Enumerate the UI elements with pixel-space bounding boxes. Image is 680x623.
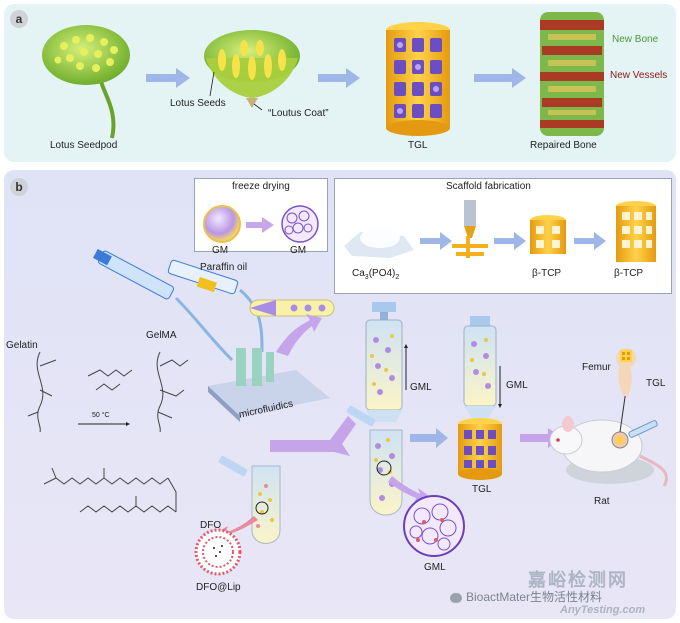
label-lotus-seedpod: Lotus Seedpod bbox=[50, 140, 118, 151]
syringe-gelma-icon bbox=[93, 248, 234, 362]
label-tgl-b: TGL bbox=[472, 484, 492, 495]
label-new-vessels: New Vessels bbox=[610, 70, 668, 81]
label-rat: Rat bbox=[594, 496, 610, 507]
arrow-icon bbox=[146, 68, 190, 88]
label-temperature: 50 °C bbox=[92, 412, 110, 419]
lotus-seedpod-icon bbox=[42, 25, 130, 139]
label-femur: Femur bbox=[582, 362, 611, 373]
gml-porous-sphere-icon bbox=[403, 495, 465, 557]
microchannel-output-icon bbox=[249, 299, 335, 317]
label-gm-right: GM bbox=[290, 245, 307, 256]
powder-icon bbox=[344, 228, 414, 258]
label-lotus-seeds: Lotus Seeds bbox=[170, 98, 226, 109]
label-gelatin: Gelatin bbox=[6, 340, 38, 351]
watermark-site: AnyTesting.com bbox=[560, 604, 646, 616]
gm-porous-icon bbox=[281, 205, 319, 243]
label-tcp-1: β-TCP bbox=[532, 268, 562, 279]
femur-icon bbox=[616, 348, 636, 396]
tgl-syringe-icon bbox=[463, 316, 502, 418]
label-gm-left: GM bbox=[212, 245, 229, 256]
arrow-icon bbox=[270, 416, 356, 456]
arrow-icon bbox=[410, 428, 448, 448]
gelma-structure-icon bbox=[87, 351, 189, 433]
gml-syringe-icon bbox=[365, 302, 408, 422]
arrow-icon bbox=[318, 68, 360, 88]
gm-sphere-icon bbox=[203, 205, 241, 243]
label-paraffin-oil: Paraffin oil bbox=[200, 262, 248, 273]
dfo-tube-icon bbox=[218, 455, 281, 544]
tgl-scaffold-icon bbox=[386, 22, 450, 136]
microfluidics-chip-icon bbox=[208, 348, 330, 422]
tgl-scaffold-b-icon bbox=[458, 418, 502, 480]
label-new-bone: New Bone bbox=[612, 34, 659, 45]
arrow-icon bbox=[574, 232, 606, 250]
gelatin-structure-icon bbox=[27, 351, 57, 433]
label-gml-1: GML bbox=[410, 382, 432, 393]
arrow-icon bbox=[494, 232, 526, 250]
arrow-icon bbox=[276, 314, 322, 356]
syringe-paraffin-icon bbox=[167, 259, 264, 353]
panel-b-letter: b bbox=[10, 178, 28, 196]
label-dfo: DFO bbox=[200, 520, 222, 531]
syringe-injection-icon bbox=[628, 420, 658, 438]
watermark-cn: 嘉峪检测网 bbox=[528, 570, 628, 590]
arrow-icon bbox=[246, 217, 274, 233]
dfo-structure-icon bbox=[43, 467, 177, 513]
rat-icon bbox=[549, 389, 668, 487]
label-loutus-coat: “Loutus Coat” bbox=[268, 108, 329, 119]
arrow-icon bbox=[420, 232, 452, 250]
printer-nozzle-icon bbox=[452, 200, 488, 258]
freeze-drying-title: freeze drying bbox=[232, 181, 290, 192]
watermark-brand: BioactMater生物活性材料 bbox=[450, 588, 602, 605]
label-tcp-2: β-TCP bbox=[614, 268, 644, 279]
wechat-icon bbox=[450, 592, 462, 603]
label-tgl-femur: TGL bbox=[646, 378, 666, 389]
label-material: Ca3(PO4)2 bbox=[352, 268, 400, 281]
scaffold-fabrication-title: Scaffold fabrication bbox=[446, 181, 531, 192]
tcp-partial-scaffold-icon bbox=[530, 215, 566, 254]
panel-a-letter: a bbox=[10, 10, 28, 28]
label-gml-3: GML bbox=[424, 562, 446, 573]
label-gml-2: GML bbox=[506, 380, 528, 391]
label-tgl-a: TGL bbox=[408, 140, 428, 151]
repaired-bone-icon bbox=[540, 12, 604, 136]
label-gelma: GelMA bbox=[146, 330, 177, 341]
label-dfo-lip: DFO@Lip bbox=[196, 582, 241, 593]
arrow-icon bbox=[388, 476, 432, 504]
tcp-full-scaffold-icon bbox=[616, 201, 656, 262]
label-repaired-bone: Repaired Bone bbox=[530, 140, 597, 151]
lotus-seeds-icon bbox=[204, 30, 300, 111]
liposome-icon bbox=[194, 528, 242, 576]
arrow-icon bbox=[474, 68, 526, 88]
